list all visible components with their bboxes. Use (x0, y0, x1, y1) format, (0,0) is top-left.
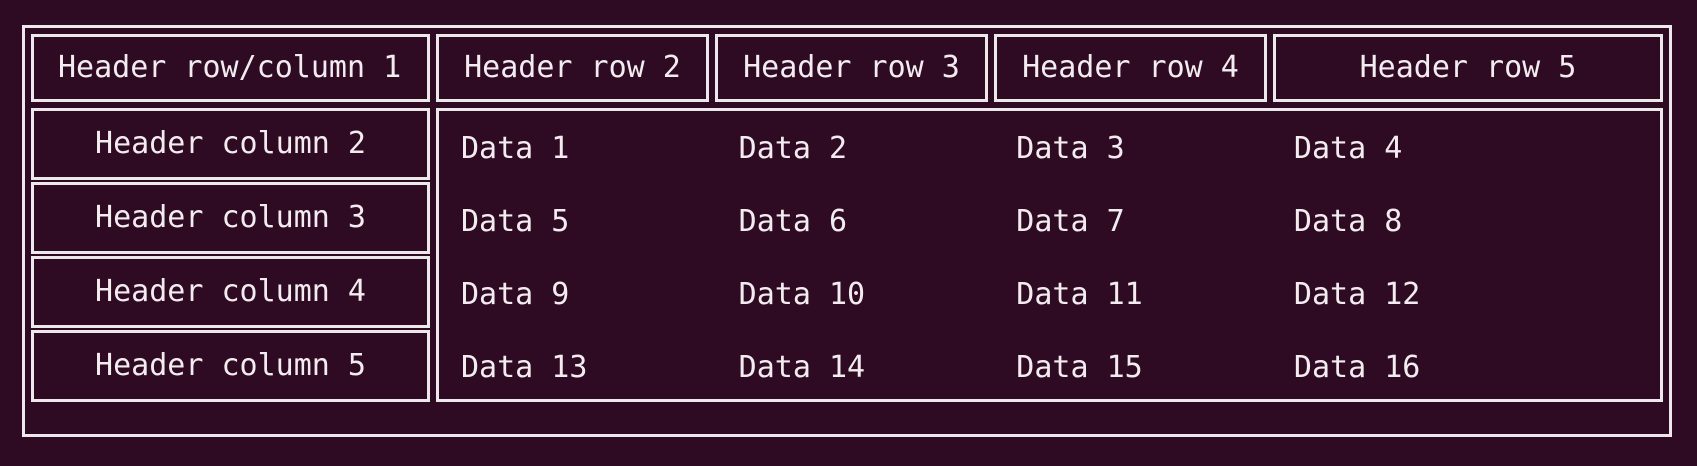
table-cell: Data 9 (461, 279, 570, 310)
data-table: Header row/column 1 Header row 2 Header … (22, 25, 1672, 437)
table-cell: Data 13 (461, 352, 588, 383)
table-cell: Data 14 (738, 352, 866, 383)
column-header-cell-5: Header row 5 (1273, 34, 1663, 102)
table-cell: Data 11 (1016, 279, 1143, 310)
column-header-cell-4: Header row 4 (994, 34, 1267, 102)
table-cell: Data 6 (738, 206, 848, 237)
table-cell: Data 8 (1293, 206, 1403, 237)
column-header-label-4: Header row 4 (1022, 50, 1239, 85)
table-cell: Data 2 (738, 133, 848, 164)
table-row: Data 1 Data 2 Data 3 Data 4 (439, 112, 1660, 185)
table-data-region: Data 1 Data 2 Data 3 Data 4 Data 5 Data … (436, 108, 1663, 402)
table-corner-header-label: Header row/column 1 (58, 50, 402, 85)
table-cell: Data 16 (1293, 352, 1421, 383)
table-row: Data 9 Data 10 Data 11 Data 12 (439, 258, 1660, 331)
row-header-label-4: Header column 4 (95, 274, 366, 309)
column-header-cell-2: Header row 2 (436, 34, 709, 102)
column-header-label-2: Header row 2 (464, 50, 681, 85)
row-header-cell-3: Header column 3 (31, 182, 430, 254)
table-cell: Data 10 (738, 279, 866, 310)
column-header-label-5: Header row 5 (1359, 50, 1577, 85)
row-header-cell-5: Header column 5 (31, 330, 430, 402)
table-row: Data 13 Data 14 Data 15 Data 16 (439, 331, 1660, 404)
table-cell: Data 5 (461, 206, 570, 237)
table-cell: Data 12 (1293, 279, 1421, 310)
table-corner-header-cell: Header row/column 1 (31, 34, 430, 102)
row-header-label-2: Header column 2 (95, 126, 366, 161)
row-header-label-5: Header column 5 (95, 348, 366, 383)
row-header-cell-4: Header column 4 (31, 256, 430, 328)
row-header-label-3: Header column 3 (95, 200, 366, 235)
table-cell: Data 7 (1016, 206, 1125, 237)
row-header-cell-2: Header column 2 (31, 108, 430, 180)
table-cell: Data 1 (461, 133, 570, 164)
table-cell: Data 15 (1016, 352, 1143, 383)
table-cell: Data 3 (1016, 133, 1125, 164)
table-row: Data 5 Data 6 Data 7 Data 8 (439, 185, 1660, 258)
column-header-cell-3: Header row 3 (715, 34, 988, 102)
column-header-label-3: Header row 3 (743, 50, 960, 85)
table-cell: Data 4 (1293, 133, 1403, 164)
